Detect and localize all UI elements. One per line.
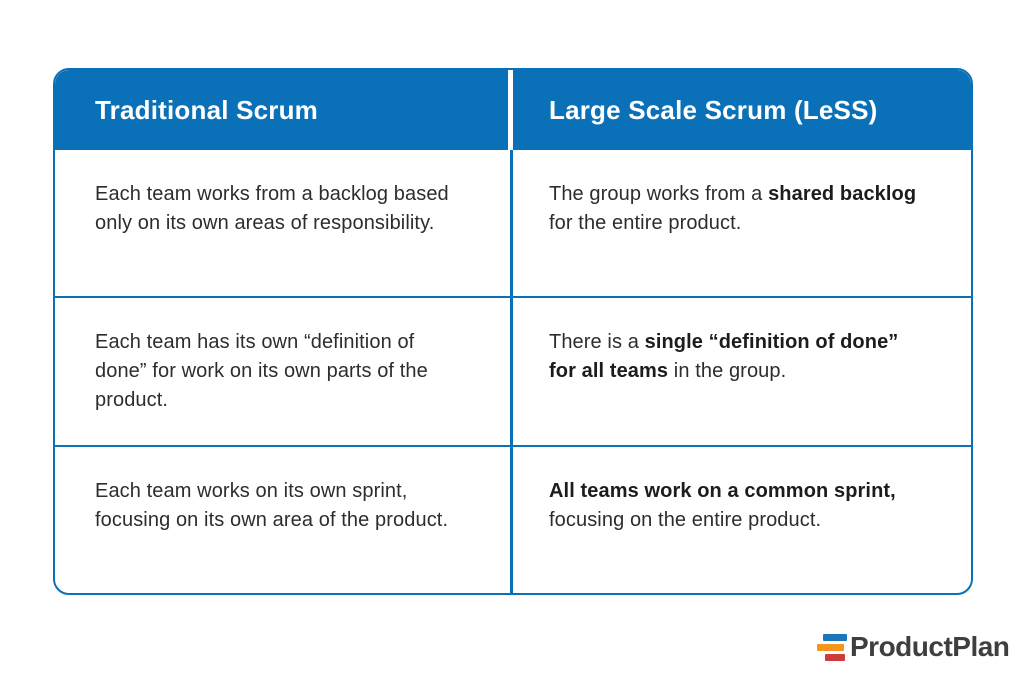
text-segment: There is a	[549, 331, 645, 354]
logo-bar-orange	[817, 643, 844, 651]
cell-less-sprint: All teams work on a common sprint, focus…	[513, 447, 971, 593]
table-row-backlog: Each team works from a backlog based onl…	[55, 150, 971, 297]
table-header-row: Traditional Scrum Large Scale Scrum (LeS…	[55, 70, 971, 150]
cell-traditional-backlog: Each team works from a backlog based onl…	[55, 150, 510, 296]
cell-text: All teams work on a common sprint, focus…	[549, 477, 927, 535]
row-divider	[55, 444, 971, 447]
logo-bar-blue	[823, 633, 847, 641]
column-divider	[510, 446, 513, 593]
productplan-logo-text: ProductPlan	[850, 631, 1010, 662]
text-segment: in the group.	[668, 360, 787, 383]
header-large-scale-scrum: Large Scale Scrum (LeSS)	[513, 70, 971, 150]
cell-less-dod: There is a single “definition of done” f…	[513, 298, 971, 444]
cell-text: Each team works from a backlog based onl…	[95, 183, 449, 234]
logo-bar-red	[825, 653, 845, 661]
row-divider	[55, 296, 971, 299]
header-traditional-scrum-label: Traditional Scrum	[95, 94, 319, 125]
text-segment-bold: shared backlog	[768, 183, 917, 205]
text-segment-bold: single “definition of done” for all team…	[549, 331, 899, 383]
text-segment: The group works from a	[549, 183, 769, 205]
cell-traditional-dod: Each team has its own “definition of don…	[55, 298, 510, 444]
productplan-bars-icon	[817, 633, 847, 661]
table-body: Each team works from a backlog based onl…	[55, 150, 971, 593]
cell-text: Each team has its own “definition of don…	[95, 331, 428, 412]
header-column-divider	[508, 70, 513, 150]
header-large-scale-scrum-label: Large Scale Scrum (LeSS)	[549, 94, 878, 125]
header-traditional-scrum: Traditional Scrum	[55, 70, 508, 150]
comparison-table: Traditional Scrum Large Scale Scrum (LeS…	[53, 68, 973, 595]
text-segment: for the entire product.	[549, 212, 742, 234]
productplan-logo: ProductPlan	[817, 631, 1010, 663]
cell-text: Each team works on its own sprint, focus…	[95, 479, 449, 531]
cell-text: There is a single “definition of done” f…	[549, 328, 927, 386]
text-segment: focusing on the entire product.	[549, 508, 822, 531]
column-divider	[510, 298, 513, 445]
table-row-definition-of-done: Each team has its own “definition of don…	[55, 298, 971, 445]
cell-text: The group works from a shared backlog fo…	[549, 180, 927, 238]
column-divider	[510, 150, 513, 297]
cell-less-backlog: The group works from a shared backlog fo…	[513, 150, 971, 296]
table-row-sprint: Each team works on its own sprint, focus…	[55, 446, 971, 593]
cell-traditional-sprint: Each team works on its own sprint, focus…	[55, 447, 510, 593]
text-segment-bold: All teams work on a common sprint,	[549, 479, 896, 502]
